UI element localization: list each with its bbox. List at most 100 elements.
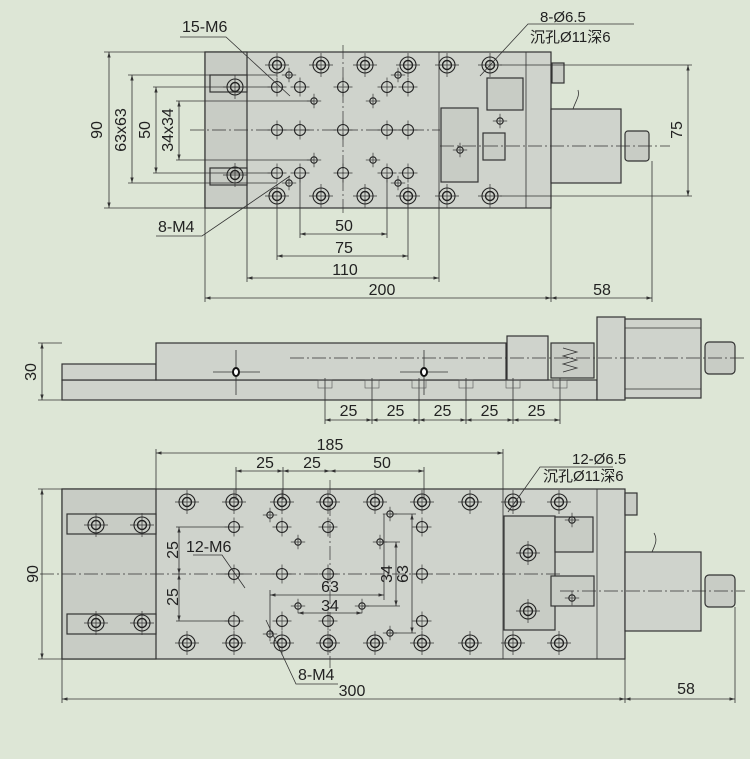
m4-hole-icon: [390, 67, 406, 83]
cbore-hole-icon: [309, 53, 333, 77]
m4-hole-icon: [262, 507, 278, 523]
coupling: [482, 132, 506, 161]
mount-hole-icon: [411, 379, 427, 389]
bearing-block: [440, 107, 479, 183]
callout-12-m6: 12-M6: [186, 539, 231, 556]
cbore-hole-icon: [516, 541, 540, 565]
cbore-hole-icon: [130, 513, 154, 537]
m4-hole-icon: [365, 152, 381, 168]
m6-hole-icon: [224, 564, 244, 584]
callout-15-m6: 15-M6: [182, 19, 227, 36]
cbore-hole-icon: [353, 184, 377, 208]
m6-hole-icon: [377, 120, 397, 140]
dim-300-label: 300: [339, 683, 366, 700]
cbore-hole-icon: [84, 513, 108, 537]
cbore-hole-icon: [396, 53, 420, 77]
callout-8-hole: 8-Ø6.5: [540, 9, 586, 26]
dim-width-label: 90: [25, 565, 42, 583]
dim-63-horizontal-label: 63: [321, 579, 339, 596]
cbore-hole-icon: [363, 490, 387, 514]
m4-hole-icon: [564, 590, 580, 606]
m6-hole-icon: [412, 564, 432, 584]
dim-25b-label: 25: [303, 455, 321, 472]
dim-63-vertical-label: 63: [395, 565, 412, 583]
dim-75-label: 75: [335, 240, 353, 257]
m6-hole-icon: [267, 120, 287, 140]
m4-hole-icon: [365, 93, 381, 109]
callout-8-m4: 8-M4: [158, 219, 195, 236]
m6-hole-icon: [398, 77, 418, 97]
cbore-hole-icon: [363, 631, 387, 655]
cbore-hole-icon: [222, 631, 246, 655]
cbore-hole-icon: [270, 631, 294, 655]
m4-hole-icon: [390, 175, 406, 191]
cbore-hole-icon: [309, 184, 333, 208]
callout-counterbore: 沉孔Ø11深6: [530, 29, 611, 46]
hole-icon: [420, 367, 428, 377]
top-view: 90 63x63 50 34x34 75 50 75 110 200: [89, 9, 692, 302]
motor-flange: [596, 316, 626, 401]
mount-hole-icon: [364, 379, 380, 389]
coupling: [550, 342, 595, 379]
bearing-block: [503, 515, 556, 631]
m6-hole-icon: [398, 120, 418, 140]
dim-50-label: 50: [373, 455, 391, 472]
motor-cable: [572, 89, 579, 110]
m6-hole-icon: [290, 120, 310, 140]
m4-hole-icon: [281, 67, 297, 83]
cbore-hole-icon: [130, 611, 154, 635]
cbore-hole-icon: [265, 53, 289, 77]
m6-hole-icon: [333, 120, 353, 140]
base-step: [61, 363, 157, 381]
pitch-dim-label: 25: [387, 403, 405, 420]
rail-top: [209, 74, 248, 93]
connector-nut: [624, 492, 638, 516]
motor: [624, 318, 702, 399]
cbore-hole-icon: [501, 631, 525, 655]
m6-hole-icon: [272, 517, 292, 537]
mount-hole-icon: [552, 379, 568, 389]
dim-200-label: 200: [369, 282, 396, 299]
coupling-spring: [561, 347, 579, 373]
cbore-hole-icon: [435, 53, 459, 77]
m6-hole-icon: [318, 564, 338, 584]
limit-switch: [486, 77, 524, 111]
cbore-hole-icon: [458, 490, 482, 514]
dim-25a-label: 25: [256, 455, 274, 472]
m6-hole-icon: [377, 77, 397, 97]
connector-nut: [551, 62, 565, 84]
m4-hole-icon: [452, 142, 468, 158]
base: [61, 379, 598, 401]
cbore-hole-icon: [84, 611, 108, 635]
dim-63x63-label: 63x63: [113, 108, 130, 152]
cbore-hole-icon: [175, 490, 199, 514]
callout-12-hole: 12-Ø6.5: [572, 451, 626, 468]
dim-185-label: 185: [317, 437, 344, 454]
dim-25-upper-label: 25: [165, 541, 182, 559]
cbore-hole-icon: [501, 490, 525, 514]
dim-width-label: 90: [89, 121, 106, 139]
callout-counterbore: 沉孔Ø11深6: [543, 468, 624, 485]
dim-34x34-label: 34x34: [160, 108, 177, 152]
motor: [624, 551, 702, 632]
m6-hole-icon: [333, 77, 353, 97]
m6-hole-icon: [412, 517, 432, 537]
pitch-dim-label: 25: [340, 403, 358, 420]
hole-icon: [232, 367, 240, 377]
cbore-hole-icon: [410, 490, 434, 514]
cbore-hole-icon: [316, 631, 340, 655]
m4-hole-icon: [290, 534, 306, 550]
cbore-hole-icon: [458, 631, 482, 655]
dim-58-label: 58: [677, 681, 695, 698]
dim-34-horizontal-label: 34: [321, 598, 339, 615]
cbore-hole-icon: [435, 184, 459, 208]
cbore-hole-icon: [410, 631, 434, 655]
m6-hole-icon: [272, 564, 292, 584]
dim-50-label: 50: [335, 218, 353, 235]
bottom-view: 185 25 25 50 12-Ø6.5 沉孔Ø11深6 25 25 12-M6…: [25, 437, 745, 703]
m6-hole-icon: [412, 611, 432, 631]
cbore-hole-icon: [175, 631, 199, 655]
